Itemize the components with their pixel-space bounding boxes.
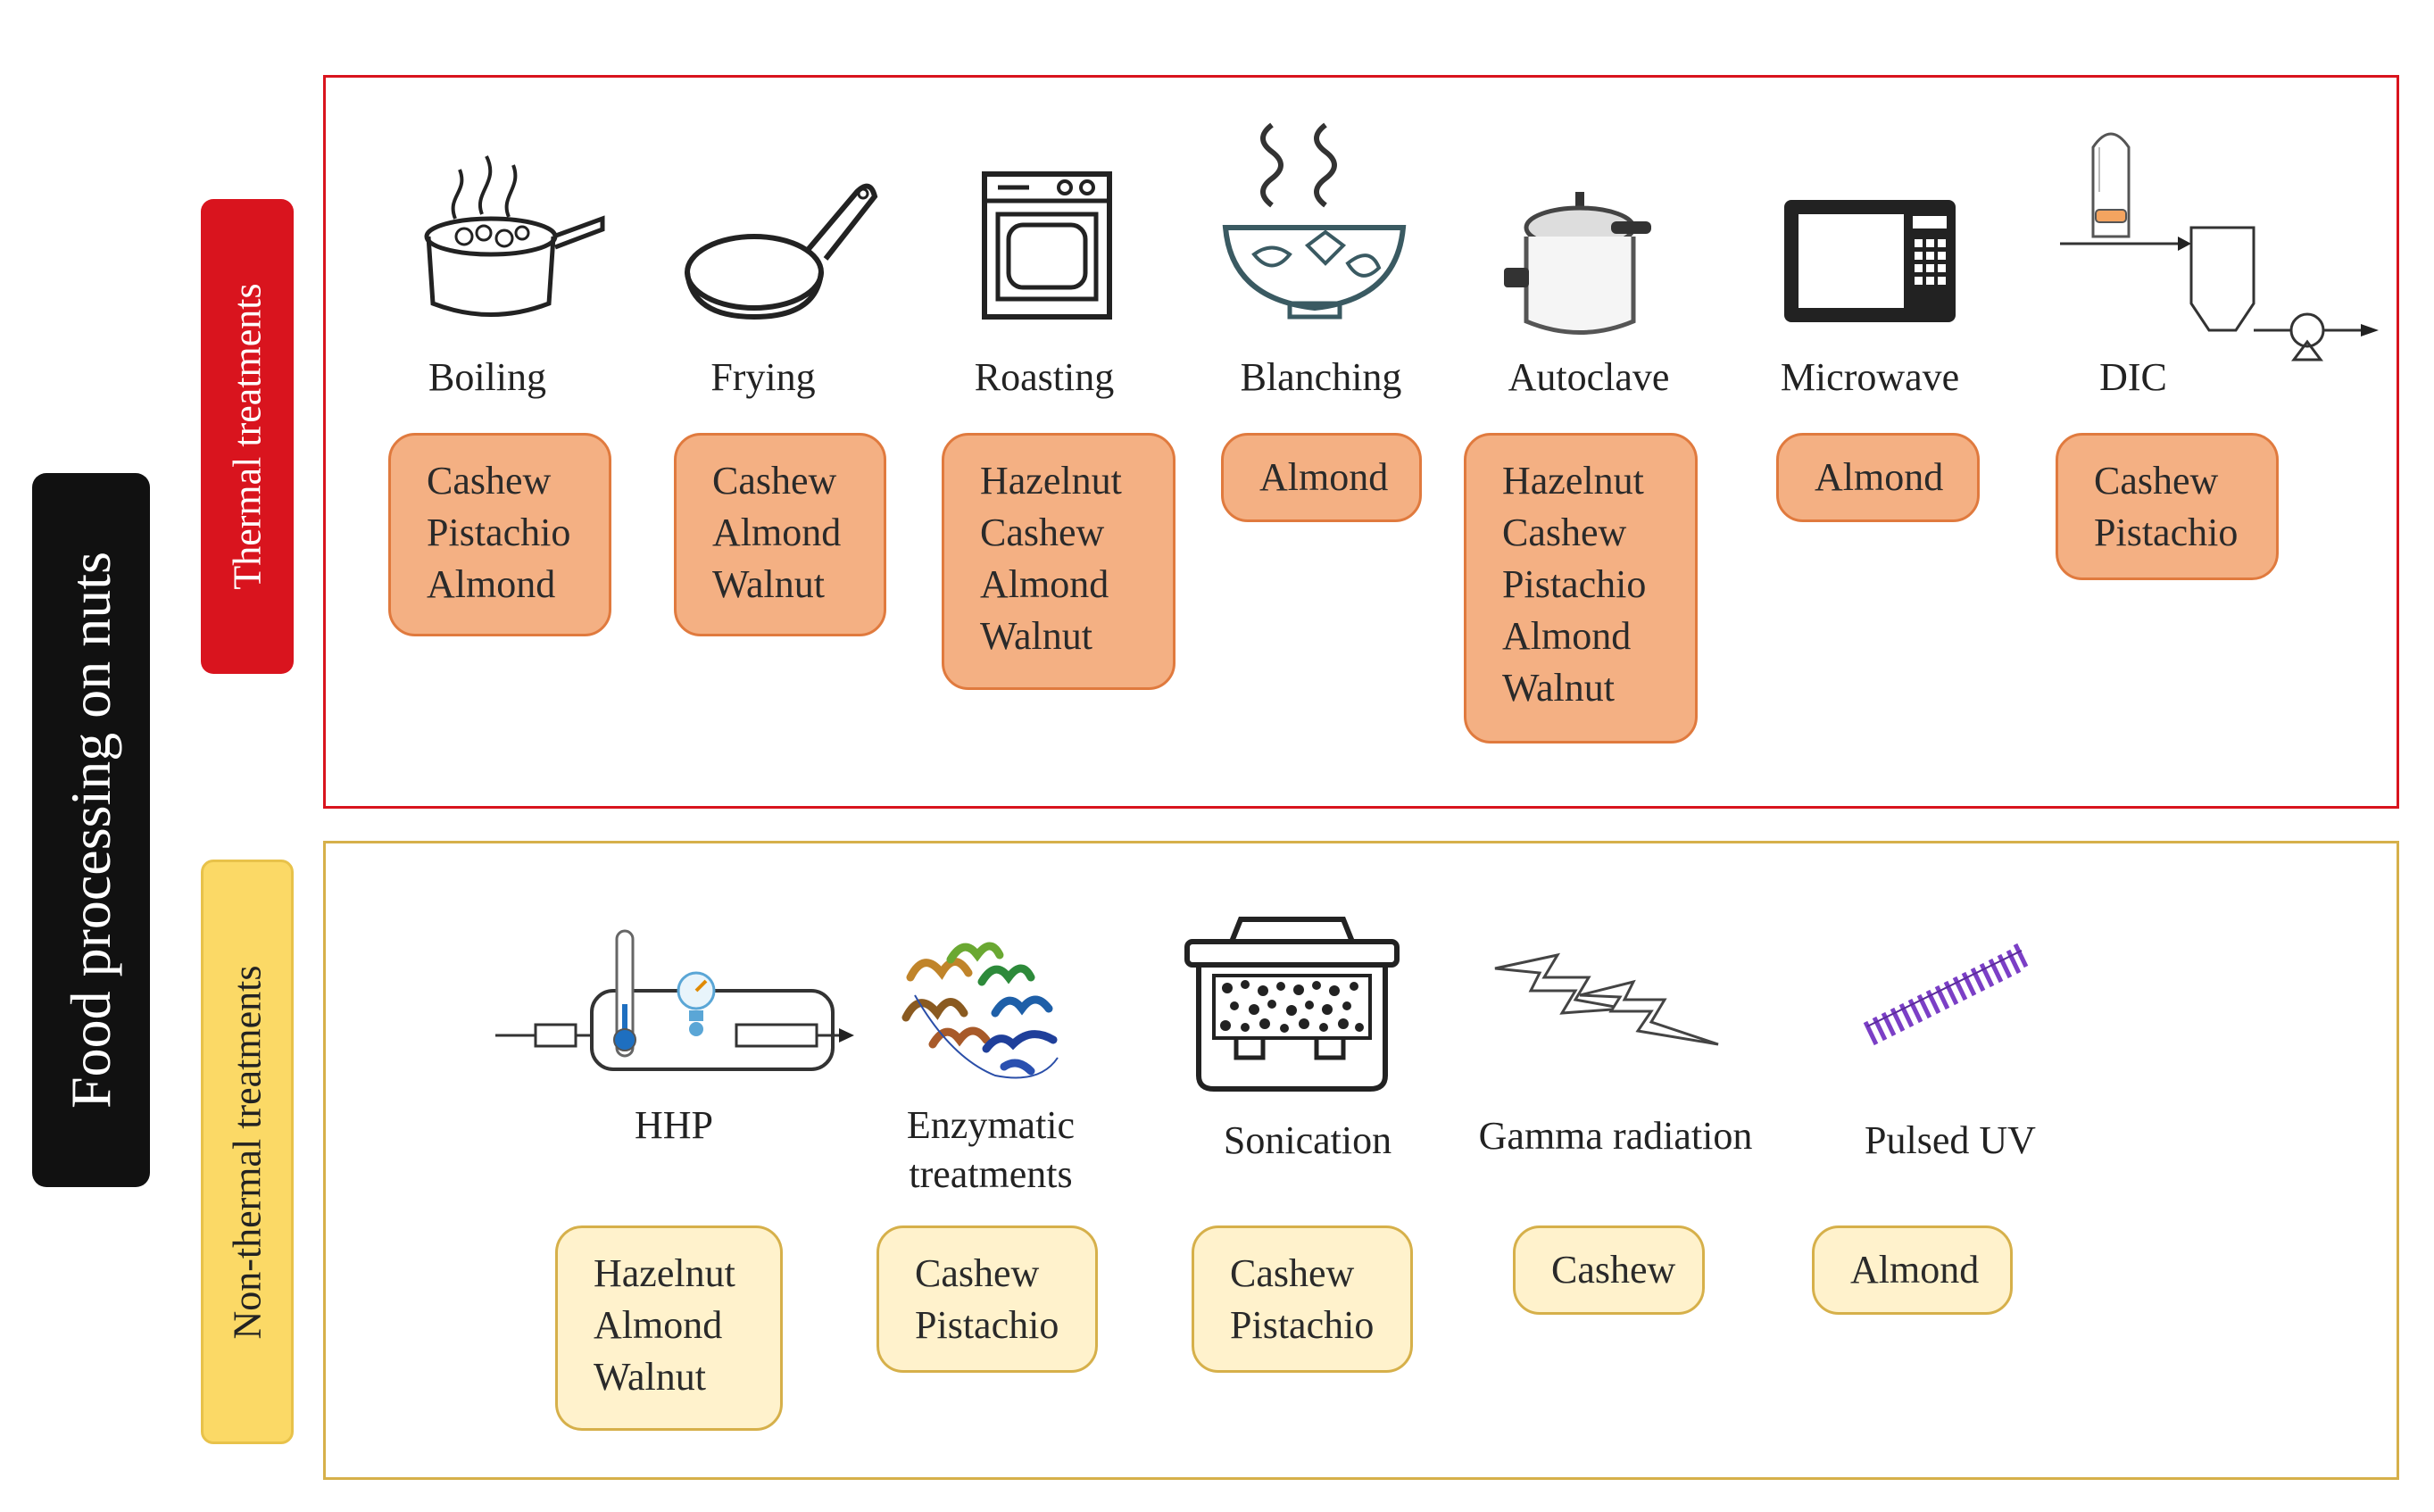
nut-box-enzymatic: Cashew Pistachio bbox=[876, 1225, 1098, 1373]
microwave-icon bbox=[1784, 200, 1956, 322]
method-name-line: Enzymatic bbox=[906, 1103, 1076, 1147]
nut-label: Hazelnut bbox=[980, 459, 1122, 503]
nut-label: Almond bbox=[1815, 455, 1944, 499]
nut-label: Almond bbox=[712, 511, 842, 554]
frying-pan-icon bbox=[685, 183, 878, 320]
method-name-gamma-radiation: Gamma radiation bbox=[1478, 1114, 1753, 1158]
high-pressure-vessel-icon bbox=[495, 929, 854, 1071]
nut-label: Pistachio bbox=[1502, 562, 1647, 606]
method-name-autoclave: Autoclave bbox=[1508, 355, 1670, 399]
nut-label: Hazelnut bbox=[594, 1251, 735, 1295]
nut-label: Almond bbox=[1259, 455, 1389, 499]
nut-box-pulsed-uv: Almond bbox=[1812, 1225, 2013, 1315]
lightning-bolts-icon bbox=[1494, 952, 1719, 1046]
nut-label: Almond bbox=[1850, 1248, 1980, 1292]
nut-label: Cashew bbox=[915, 1251, 1040, 1295]
nut-label: Almond bbox=[980, 562, 1109, 606]
nut-label: Cashew bbox=[1230, 1251, 1355, 1295]
nut-label: Hazelnut bbox=[1502, 459, 1644, 503]
nut-label: Cashew bbox=[712, 459, 837, 503]
method-name-hhp: HHP bbox=[634, 1103, 714, 1147]
sonicator-bath-icon bbox=[1184, 917, 1400, 1092]
main-category-label: Food processing on nuts bbox=[32, 473, 150, 1187]
enzyme-protein-icon bbox=[901, 942, 1059, 1079]
nut-label: Walnut bbox=[594, 1355, 706, 1399]
method-name-roasting: Roasting bbox=[974, 355, 1115, 399]
main-category-text: Food processing on nuts bbox=[59, 552, 122, 1109]
method-name-sonication: Sonication bbox=[1223, 1118, 1392, 1162]
nut-box-blanching: Almond bbox=[1221, 433, 1422, 522]
nonthermal-treatments-panel bbox=[323, 841, 2399, 1480]
method-name-frying: Frying bbox=[710, 355, 816, 399]
nut-label: Cashew bbox=[2094, 459, 2219, 503]
method-name-boiling: Boiling bbox=[428, 355, 547, 399]
nut-label: Pistachio bbox=[1230, 1303, 1375, 1347]
nut-label: Walnut bbox=[1502, 666, 1615, 710]
nonthermal-treatments-label: Non-thermal treatments bbox=[225, 964, 270, 1340]
thermal-treatments-label: Thermal treatments bbox=[225, 283, 270, 590]
method-name-pulsed-uv: Pulsed UV bbox=[1865, 1118, 2036, 1162]
nut-label: Cashew bbox=[427, 459, 552, 503]
nut-label: Almond bbox=[594, 1303, 723, 1347]
thermal-treatments-panel bbox=[323, 75, 2399, 809]
nut-box-roasting: Hazelnut Cashew Almond Walnut bbox=[942, 433, 1175, 690]
nut-box-sonication: Cashew Pistachio bbox=[1192, 1225, 1413, 1373]
boiling-pot-icon bbox=[424, 155, 605, 317]
nut-box-autoclave: Hazelnut Cashew Pistachio Almond Walnut bbox=[1464, 433, 1698, 744]
nut-label: Walnut bbox=[980, 614, 1092, 658]
method-name-dic: DIC bbox=[2099, 355, 2167, 399]
thermal-treatments-tab: Thermal treatments bbox=[201, 199, 294, 674]
nut-label: Almond bbox=[427, 562, 556, 606]
dic-apparatus-icon bbox=[2060, 132, 2379, 361]
nut-label: Cashew bbox=[1502, 511, 1627, 554]
steaming-bowl-icon bbox=[1222, 122, 1407, 320]
nut-label: Pistachio bbox=[915, 1303, 1059, 1347]
nut-label: Cashew bbox=[1551, 1248, 1676, 1292]
nut-box-hhp: Hazelnut Almond Walnut bbox=[555, 1225, 783, 1431]
nut-box-dic: Cashew Pistachio bbox=[2056, 433, 2279, 580]
nonthermal-treatments-tab: Non-thermal treatments bbox=[201, 860, 294, 1444]
nut-label: Almond bbox=[1502, 614, 1632, 658]
nut-label: Walnut bbox=[712, 562, 825, 606]
pressure-cooker-icon bbox=[1504, 192, 1651, 335]
nut-box-gamma-radiation: Cashew bbox=[1513, 1225, 1705, 1315]
method-name-blanching: Blanching bbox=[1240, 355, 1402, 399]
uv-coil-icon bbox=[1863, 943, 2029, 1046]
method-name-microwave: Microwave bbox=[1780, 355, 1960, 399]
nut-box-boiling: Cashew Pistachio Almond bbox=[388, 433, 611, 636]
method-name-line: treatments bbox=[909, 1152, 1073, 1196]
method-name-enzymatic: Enzymatic treatments bbox=[875, 1101, 1107, 1199]
nut-box-frying: Cashew Almond Walnut bbox=[674, 433, 886, 636]
nut-label: Cashew bbox=[980, 511, 1105, 554]
nut-label: Pistachio bbox=[427, 511, 571, 554]
nut-box-microwave: Almond bbox=[1776, 433, 1980, 522]
nut-label: Pistachio bbox=[2094, 511, 2239, 554]
oven-icon bbox=[982, 171, 1112, 320]
